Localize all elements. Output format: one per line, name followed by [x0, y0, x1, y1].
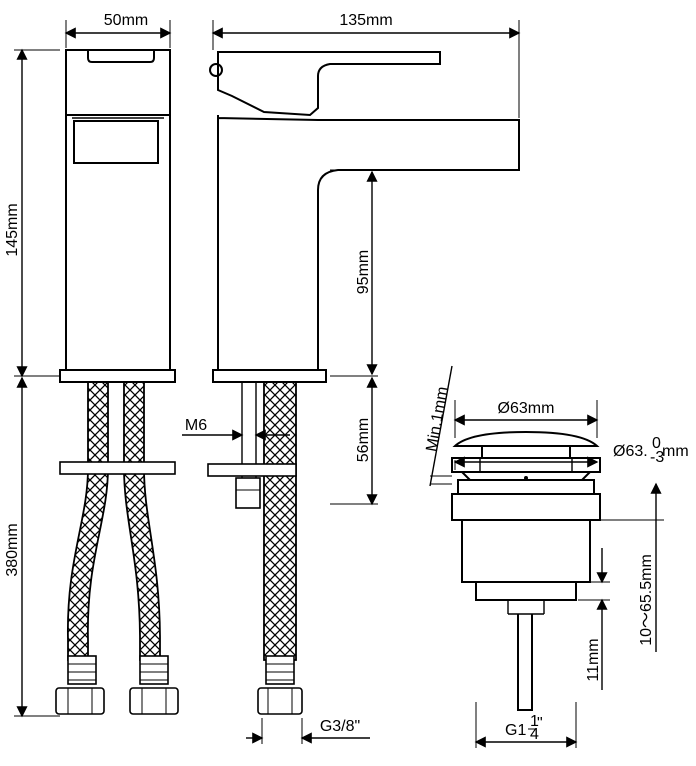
braided-hose-icon [263, 381, 297, 661]
hose-fitting-side [257, 655, 303, 715]
dim-length: 135mm [339, 12, 392, 29]
dim-drain-thread-mark: " [537, 715, 543, 732]
braided-hose-icon [67, 381, 109, 661]
dim-min-gap: Min.1mm [423, 385, 451, 453]
dim-height-body: 145mm [4, 203, 21, 256]
dim-drain-tol-lower: -3 [650, 449, 664, 466]
hose-fitting-left [55, 655, 105, 715]
dim-drain-tail: 11mm [585, 638, 602, 681]
dim-drain-thread-den: 4 [530, 726, 539, 743]
front-view: 50mm 145mm 380mm [4, 12, 179, 718]
dim-drain-thread: G1 [505, 722, 526, 739]
dim-mount-height: 56mm [355, 418, 372, 462]
dim-drain-thread-num: 1 [530, 713, 539, 730]
hose-fitting-right [129, 655, 179, 715]
dim-drain-diameter: Ø63. [613, 443, 648, 460]
dim-drain-tol-unit: mm [662, 443, 689, 460]
dim-drain-cap: Ø63mm [498, 400, 555, 417]
dim-drain-tol-upper: 0 [652, 435, 661, 452]
dim-drain-range: 10～65.5mm [638, 554, 655, 646]
dim-hose-thread: G3/8" [320, 718, 360, 735]
dim-width-top: 50mm [104, 12, 148, 29]
braided-hose-icon [123, 381, 161, 661]
dim-spout-height: 95mm [355, 250, 372, 294]
dim-hose-length: 380mm [4, 523, 21, 576]
side-view: 135mm 95mm 56mm M6 [182, 12, 521, 744]
dim-bolt: M6 [185, 417, 207, 434]
drain-view: Ø63mm Min.1mm Ø63. 0 -3 mm [423, 365, 689, 748]
